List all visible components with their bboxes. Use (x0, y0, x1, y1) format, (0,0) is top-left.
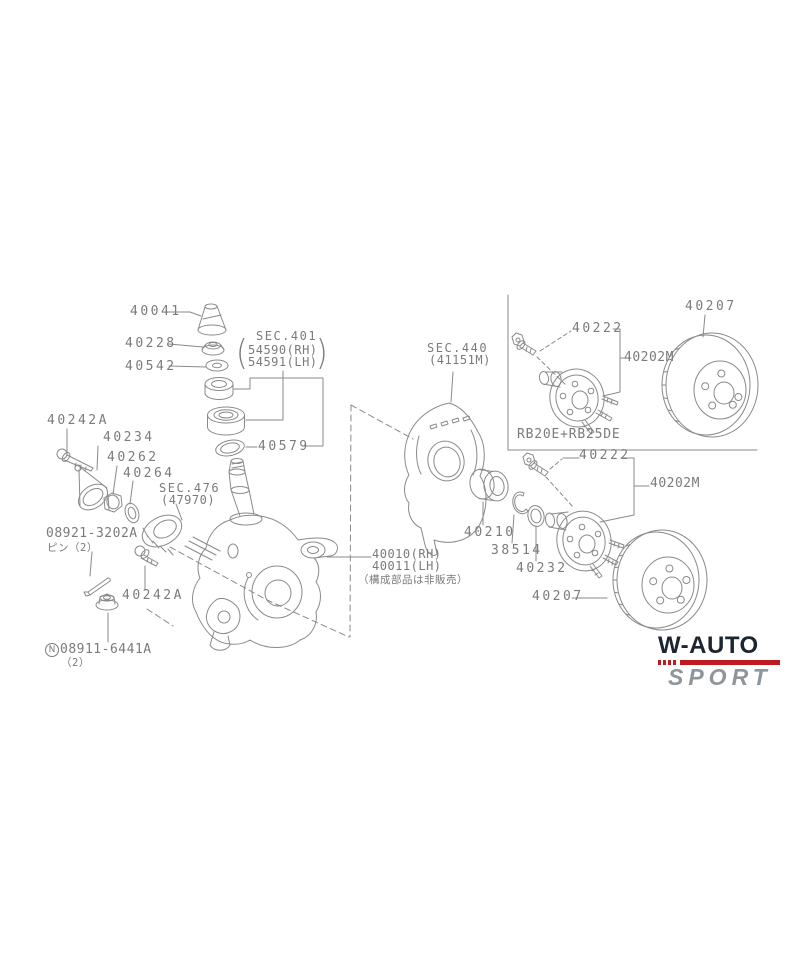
label-40202m-upper: 40202M (624, 350, 674, 365)
label-40264: 40264 (123, 466, 175, 481)
label-40579: 40579 (258, 439, 310, 454)
dust-cap-drawing (74, 464, 109, 511)
label-pin-qty: ピン（2） (47, 542, 98, 554)
flange-nut-drawing (95, 593, 119, 611)
label-08921-3202a: 08921-3202A (46, 526, 138, 541)
label-40228: 40228 (125, 336, 177, 351)
logo-stripe-ticks (658, 660, 678, 665)
label-54591-lh: 54591(LH) (248, 355, 318, 369)
brake-rotor-upper-drawing (661, 332, 759, 438)
label-38514: 38514 (491, 543, 543, 558)
circled-n-icon: N (45, 643, 59, 657)
nut-40262-drawing (103, 492, 123, 513)
tapered-bearing-drawing (141, 514, 183, 556)
hub-assembly-lower-drawing (544, 510, 625, 579)
small-bearing-drawing (204, 377, 234, 400)
label-40242a-upper: 40242A (47, 413, 109, 428)
logo-red-stripe (658, 660, 780, 665)
label-40222-upper: 40222 (572, 321, 624, 336)
label-40262: 40262 (107, 450, 159, 465)
pin-drawing (83, 577, 111, 597)
sec401-paren-close: ) (316, 333, 328, 374)
logo-wordmark-sport: SPORT (668, 664, 772, 690)
label-sec476-sub: (47970) (161, 493, 216, 507)
section-box (507, 294, 758, 451)
label-40542: 40542 (125, 359, 177, 374)
bolt-40242a-lower-drawing (134, 545, 159, 567)
label-nut-qty: （2） (61, 657, 90, 669)
hub-bearing-drawing (469, 468, 509, 502)
dashed-bolt-axis-lines (536, 330, 574, 508)
label-40010-rh: 40010(RH) (372, 547, 442, 561)
label-40207-upper: 40207 (685, 299, 737, 314)
label-54590-rh: 54590(RH) (248, 343, 318, 357)
logo-wordmark-w-auto: W-AUTO (658, 632, 759, 659)
bolt-40222-upper-drawing (511, 332, 537, 356)
washer-40542-drawing (205, 359, 229, 372)
large-bearing-drawing (207, 406, 245, 436)
brake-rotor-lower-drawing (612, 529, 708, 631)
bolt-40222-lower-drawing (522, 452, 549, 477)
seal-drawing (527, 505, 545, 527)
washer-40264-drawing (124, 502, 140, 524)
steering-knuckle-drawing (184, 458, 338, 651)
label-40210: 40210 (464, 525, 516, 540)
label-08911-6441a: 08911-6441A (60, 642, 152, 657)
sec401-paren-open: ( (236, 333, 248, 374)
spindle-nut-drawing (201, 341, 225, 356)
label-40232: 40232 (516, 561, 568, 576)
label-40207-lower: 40207 (532, 589, 584, 604)
label-assembly-note: （構成部品は非販売） (358, 574, 468, 586)
label-40222-lower: 40222 (579, 448, 631, 463)
w-auto-sport-logo: W-AUTO SPORT (658, 634, 780, 690)
label-sec476: SEC.476 (159, 481, 221, 495)
label-sec440: SEC.440 (427, 341, 489, 355)
label-sec440-sub: (41151M) (429, 353, 491, 367)
leader-lines (66, 311, 706, 643)
label-sec401: SEC.401 (256, 329, 318, 343)
label-40234: 40234 (103, 430, 155, 445)
label-40041: 40041 (130, 304, 182, 319)
label-40202m-lower: 40202M (650, 476, 700, 491)
label-engine-codes: RB20E+RB25DE (517, 427, 621, 442)
washer-40579-drawing (215, 439, 245, 457)
label-40242a-lower: 40242A (122, 588, 184, 603)
grease-cap-drawing (197, 303, 227, 336)
hub-assembly-upper-drawing (538, 368, 619, 435)
logo-stripe-bar (680, 660, 780, 665)
snap-ring-drawing (512, 491, 529, 515)
label-40011-lh: 40011(LH) (372, 559, 442, 573)
